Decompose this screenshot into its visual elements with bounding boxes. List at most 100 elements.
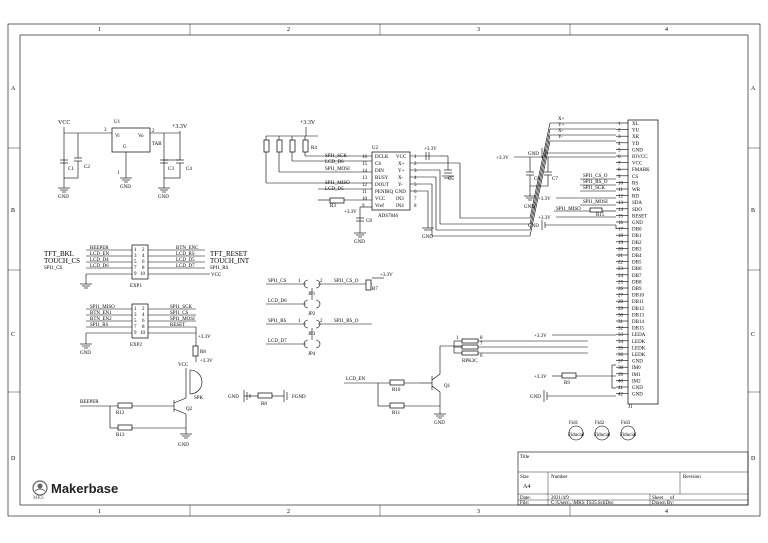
- pin-name: XR: [632, 135, 640, 140]
- logo-mark: MKS: [33, 496, 44, 501]
- gnd-label: GND: [524, 205, 535, 210]
- net-label: SPI1_RS: [268, 319, 287, 324]
- pin-number: 22: [618, 261, 624, 266]
- pin-number: 1: [456, 336, 459, 341]
- gnd-symbol: [80, 343, 92, 349]
- title-block: Title Size A4 Number Revision Date: 2021…: [517, 451, 749, 506]
- gnd-symbol: [180, 433, 192, 439]
- pin-name: DB4: [632, 254, 642, 259]
- pin-number: 2: [320, 319, 323, 324]
- pin-number: 7: [134, 266, 137, 271]
- connector-ref: EXP1: [130, 284, 142, 289]
- pin-name: LEDA: [632, 333, 646, 338]
- pin-name: XL: [632, 122, 639, 127]
- row-label: A: [751, 86, 756, 92]
- size-label: Size: [520, 475, 529, 480]
- pin-number: 11: [362, 190, 367, 195]
- v33-label: +3.3V: [380, 273, 393, 278]
- pin-number: 6: [142, 260, 145, 265]
- touch-ic-right-pins: VCC X+ Y+ X- Y- GND IN3 IN4 1 2 3 4 5 6 …: [395, 155, 417, 209]
- vcc-label: VCC: [178, 363, 189, 368]
- net-label: SPI1_RS_O: [583, 180, 608, 185]
- pin-number: X+: [558, 117, 565, 122]
- gnd-label: GND: [354, 240, 365, 245]
- pin-number: 1: [414, 155, 417, 160]
- fiducial-mark: [620, 425, 636, 441]
- sheet-value: of: [670, 496, 675, 501]
- connector-ref: J1: [628, 405, 633, 410]
- pin-number: 25: [618, 280, 624, 285]
- net-label: LCD_D7: [176, 264, 195, 269]
- regulator-tab: TAB: [152, 142, 162, 147]
- pin-number: 4: [142, 313, 145, 318]
- pin-number: 1: [134, 248, 137, 253]
- fiducial-label: Fiducial: [594, 433, 611, 438]
- pin-number: 9: [362, 204, 365, 209]
- resistor-r8: [192, 345, 199, 357]
- pin-name: IM0: [632, 366, 641, 371]
- file-label: File:: [520, 501, 529, 506]
- transistor-ref: Q2: [186, 407, 193, 412]
- row-label: C: [11, 332, 15, 338]
- gnd-label: GND: [120, 185, 131, 190]
- pin-number: 1: [618, 122, 621, 127]
- pin-number: 9: [134, 272, 137, 277]
- pin-number: 8: [618, 168, 621, 173]
- exp1-connector: BEEPER LCD_EN LCD_D4 LCD_D6 TFT_BKL TOUC…: [44, 244, 250, 289]
- pin-name: GND: [632, 148, 643, 153]
- pin-name: CS: [375, 162, 381, 167]
- regulator-u1: [111, 127, 151, 153]
- touch-ic-u2: [371, 151, 411, 211]
- pin-number: 2: [152, 129, 155, 134]
- number-label: Number: [551, 475, 568, 480]
- pin-number: 15: [362, 162, 368, 167]
- pin-number: 6: [142, 319, 145, 324]
- pin-name: DB12: [632, 307, 644, 312]
- pin-number: X-: [558, 129, 564, 134]
- pin-number: 9: [618, 175, 621, 180]
- net-label: LCD_D6: [268, 299, 287, 304]
- net-label: LCD_D4: [90, 258, 109, 263]
- pin-name: PENIRQ: [375, 190, 393, 195]
- connector-ref: EXP2: [130, 343, 142, 348]
- regulator-ref: U1: [114, 120, 121, 125]
- net-label: SPI1_MOSI: [170, 317, 195, 322]
- rpk-ref: RPK3C: [462, 359, 478, 364]
- pin-number: 13: [618, 201, 624, 206]
- gnd-symbol: [442, 175, 454, 179]
- pin-number: 1: [298, 319, 301, 324]
- fgnd-section: GND R8 FGND: [228, 390, 306, 407]
- pin-number: 18: [618, 234, 624, 239]
- net-label: LCD_D5: [325, 187, 344, 192]
- pin-number: Y+: [558, 123, 565, 128]
- pin-number: 33: [618, 333, 624, 338]
- pin-number: 37: [618, 360, 624, 365]
- fgnd-label: FGND: [292, 395, 306, 400]
- pin-name: GND: [632, 393, 643, 398]
- col-label: 2: [287, 27, 290, 33]
- pin-number: Y-: [558, 135, 563, 140]
- res-label: R4: [311, 146, 317, 151]
- pin-number: 10: [618, 181, 624, 186]
- net-label: SPI1_SCK: [583, 186, 605, 191]
- cap-label: C2: [84, 165, 90, 170]
- exp2-connector: SPI1_MISO BTN_EN1 BTN_EN2 SPI1_RS GND 1 …: [80, 303, 213, 364]
- pin-name: DB1: [632, 234, 642, 239]
- net-label: LCD_D7: [268, 339, 287, 344]
- v33-label: +3.3V: [534, 334, 547, 339]
- net-label: SPI1_RS_O: [334, 319, 359, 324]
- res-label: R9: [564, 381, 570, 386]
- pin-name: DB9: [632, 287, 642, 292]
- pin-number: 19: [618, 241, 624, 246]
- ic-ref: U2: [372, 146, 379, 151]
- cap-label: C5: [448, 177, 454, 182]
- net-label: LCD_EN: [346, 377, 366, 382]
- pin-name: DOUT: [375, 183, 389, 188]
- pin-number: 10: [140, 331, 146, 336]
- revision-label: Revision: [683, 475, 701, 480]
- pin-name: SDO: [632, 208, 642, 213]
- col-label: 2: [287, 509, 290, 515]
- pin-number: 30: [618, 313, 624, 318]
- regulator-vo: Vo: [138, 134, 144, 139]
- pin-number: 17: [618, 228, 624, 233]
